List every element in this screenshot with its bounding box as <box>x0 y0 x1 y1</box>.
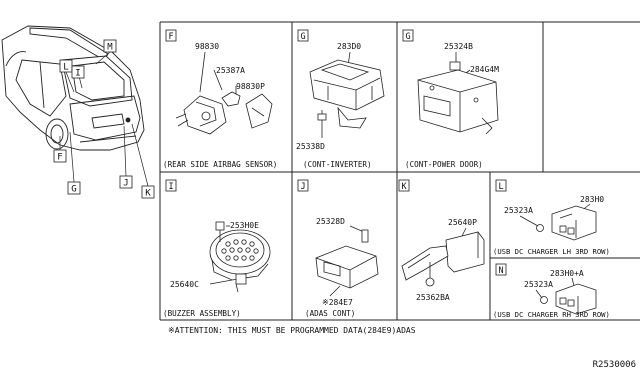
part-label: 25323A <box>504 206 533 215</box>
part-label: 253H0E <box>230 221 259 230</box>
vehicle-illustration <box>1 25 145 151</box>
part-label: 283D0 <box>337 42 361 51</box>
svg-text:L: L <box>498 182 503 192</box>
diagram-code: R2530006 <box>593 360 636 370</box>
callout-I: I <box>71 65 85 79</box>
svg-text:F: F <box>57 153 62 163</box>
part-label: 283H0 <box>580 195 604 204</box>
svg-text:N: N <box>498 266 503 276</box>
part-label: 25323A <box>524 280 553 289</box>
panel-caption: (REAR SIDE AIRBAG SENSOR) <box>163 160 277 169</box>
callout-M: M <box>103 39 117 53</box>
part-label: 25640P <box>448 218 477 227</box>
svg-text:G: G <box>71 185 76 195</box>
panel-caption: (CONT-INVERTER) <box>303 160 372 169</box>
attention-note: ※ATTENTION: THIS MUST BE PROGRAMMED DATA… <box>168 326 416 335</box>
callout-J: J <box>119 175 133 189</box>
buzzer-grille <box>221 239 259 261</box>
panel-cont-inverter: G 283D0 25338D (CONT-INVERTER) <box>296 29 385 169</box>
part-label: 25362BA <box>416 293 450 302</box>
part-label: ※284E7 <box>322 298 353 307</box>
panel-caption: (ADAS CONT) <box>305 309 355 318</box>
panel-caption: (USB DC CHARGER RH 3RD ROW) <box>493 310 610 319</box>
panel-adas-cont: J 25328D ※284E7 (ADAS CONT) <box>297 179 379 318</box>
part-label: 25640C <box>170 280 199 289</box>
svg-text:J: J <box>300 182 305 192</box>
callout-L: L <box>59 59 73 73</box>
part-label: 25328D <box>316 217 345 226</box>
panel-usb-charger-lh: L 283H0 25323A (USB DC CHARGER LH 3RD RO… <box>493 179 610 256</box>
panel-caption: (USB DC CHARGER LH 3RD ROW) <box>493 247 610 256</box>
vehicle-leader-lines <box>59 51 149 187</box>
svg-text:M: M <box>107 43 113 53</box>
part-label: 25338D <box>296 142 325 151</box>
callout-K: K <box>141 185 155 199</box>
svg-text:K: K <box>145 189 151 199</box>
svg-text:I: I <box>75 69 80 79</box>
part-label: 98830P <box>236 82 265 91</box>
callout-F: F <box>53 149 67 163</box>
svg-text:I: I <box>168 182 173 192</box>
svg-text:J: J <box>123 179 128 189</box>
callout-G: G <box>67 181 81 195</box>
panel-rear-side-airbag-sensor: F 98830 25387A 98830P (REAR SIDE AIRBAG … <box>163 29 277 169</box>
part-label: 284G4M <box>470 65 499 74</box>
svg-text:G: G <box>300 32 305 42</box>
panel-k-bracket: K 25640P 25362BA <box>398 179 485 302</box>
panel-caption: (CONT-POWER DOOR) <box>405 160 483 169</box>
part-label: 98830 <box>195 42 219 51</box>
panel-caption: (BUZZER ASSEMBLY) <box>163 309 241 318</box>
part-label: 25387A <box>216 66 245 75</box>
svg-text:F: F <box>168 32 173 42</box>
panel-cont-power-door: G 25324B 284G4M (CONT-POWER DOOR) <box>402 29 499 169</box>
panel-buzzer-assembly: I 253H0E 25640C (BUZZER ASSEMBLY) <box>163 179 271 318</box>
svg-text:G: G <box>405 32 410 42</box>
part-label: 25324B <box>444 42 473 51</box>
panel-usb-charger-rh: N 283H0+A 25323A (USB DC CHARGER RH 3RD … <box>493 263 610 319</box>
part-label: 283H0+A <box>550 269 584 278</box>
svg-text:L: L <box>63 63 68 73</box>
grid-frame <box>159 21 640 321</box>
svg-text:K: K <box>401 182 407 192</box>
